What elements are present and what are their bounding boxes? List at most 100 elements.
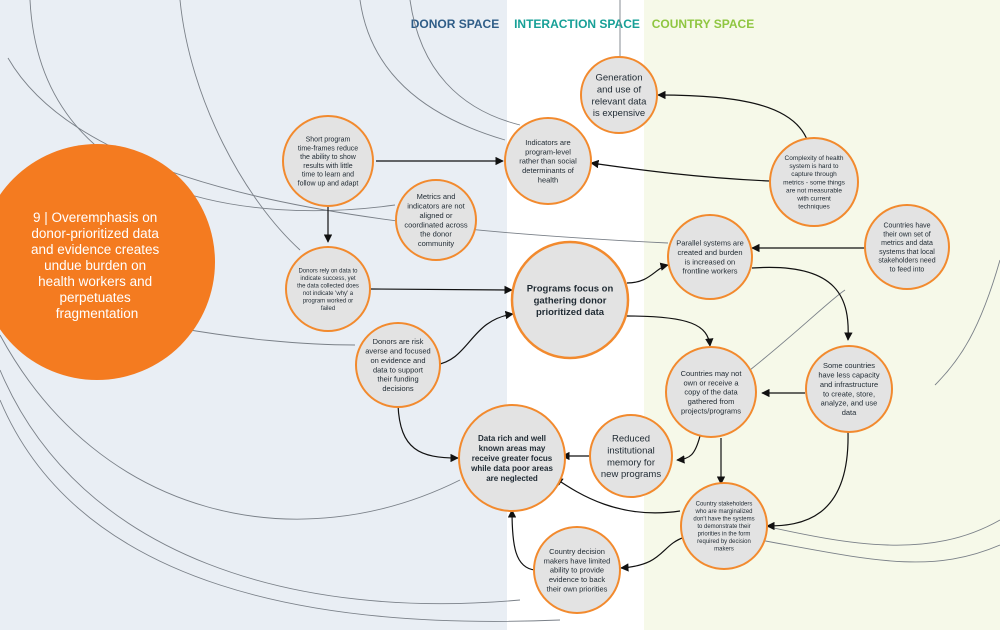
arrows bbox=[323, 90, 865, 572]
node-label-line: receive greater focus bbox=[472, 454, 553, 463]
node-label-line: Generation bbox=[595, 73, 642, 84]
main-node-line: donor-prioritized data bbox=[31, 226, 159, 241]
node-label-line: Country stakeholders bbox=[696, 502, 753, 508]
node-circle bbox=[458, 404, 566, 512]
node-label-line: known areas may bbox=[479, 444, 546, 453]
node-label-line: and use of bbox=[597, 84, 642, 95]
node-label-line: is expensive bbox=[593, 108, 645, 119]
node-label-line: on evidence and bbox=[370, 356, 425, 365]
node-label-line: stakeholders need bbox=[878, 258, 935, 265]
node-label-line: aligned or bbox=[420, 211, 453, 220]
arrow-marginalized-to-datarich bbox=[554, 477, 681, 514]
node-label-line: indicate success, yet bbox=[300, 276, 356, 282]
arrow-limitedability-to-datarich bbox=[507, 509, 536, 571]
node-label-line: are not measurable bbox=[786, 187, 842, 194]
node-label-line: the data collected does bbox=[297, 283, 359, 289]
node-circle bbox=[285, 246, 371, 332]
node-label-line: decisions bbox=[382, 384, 414, 393]
node-circle bbox=[864, 204, 950, 290]
node-label-line: results with little bbox=[303, 163, 353, 170]
node-label-line: follow up and adapt bbox=[298, 180, 359, 187]
node-label-line: with current bbox=[796, 196, 831, 203]
loop-line bbox=[0, 369, 521, 605]
node-label-line: to demonstrate their bbox=[697, 524, 750, 530]
node-label-line: their own set of bbox=[883, 231, 931, 238]
donor-space-label: DONOR SPACE bbox=[411, 17, 499, 31]
node-label-line: copy of the data bbox=[684, 388, 738, 397]
node-label-line: don't have the systems bbox=[693, 517, 754, 523]
node-label-line: techniques bbox=[798, 204, 830, 211]
arrow-riskaverse-to-datarich bbox=[397, 404, 459, 463]
node-label-line: Countries may not bbox=[681, 369, 743, 378]
node-label-line: gathering donor bbox=[534, 295, 607, 306]
arrow-donorsrely-to-programs bbox=[369, 285, 513, 295]
node-label-line: priorities in the form bbox=[698, 532, 751, 538]
node-label-line: created and burden bbox=[677, 248, 742, 257]
node-circle bbox=[395, 179, 477, 261]
node-label-line: prioritized data bbox=[536, 307, 605, 318]
main-node-line: and evidence creates bbox=[31, 242, 160, 257]
node-label-line: data to support bbox=[373, 365, 424, 374]
node-label-line: own or receive a bbox=[683, 378, 739, 387]
arrow-countriesmaynot-to-reduced bbox=[676, 435, 701, 464]
node-label-line: the ability to show bbox=[300, 154, 357, 161]
node-label-line: failed bbox=[321, 306, 335, 312]
node-label-line: frontline workers bbox=[682, 267, 737, 276]
loop-line bbox=[759, 539, 1000, 563]
node-label-line: memory for bbox=[607, 457, 655, 468]
node-circle bbox=[282, 115, 374, 207]
arrow-lesscapacity-to-marginalized bbox=[766, 431, 849, 531]
node-label-line: who are marginalized bbox=[694, 509, 752, 515]
node-label-line: to feed into bbox=[890, 266, 925, 273]
node-label-line: systems that local bbox=[879, 249, 935, 256]
node-circle bbox=[769, 137, 859, 227]
node-label-line: metrics - some things bbox=[783, 179, 846, 186]
node-label-line: capture through bbox=[791, 171, 837, 178]
node-label-line: Programs focus on bbox=[527, 283, 614, 294]
node-label-line: averse and focused bbox=[365, 347, 430, 356]
node-label-line: metrics and data bbox=[881, 240, 933, 247]
node-label-line: program worked or bbox=[303, 298, 353, 304]
node-label-line: evidence to back bbox=[549, 575, 606, 584]
loop-line bbox=[359, 0, 506, 141]
node-label-line: Reduced bbox=[612, 434, 650, 445]
node-label-line: is increased on bbox=[685, 257, 735, 266]
loop-line bbox=[179, 0, 301, 251]
node-label-line: Some countries bbox=[823, 361, 875, 370]
node-label-line: Country decision bbox=[549, 547, 605, 556]
node-label-line: Complexity of health bbox=[785, 155, 844, 162]
arrow-programs-to-countriesmaynot bbox=[626, 315, 714, 347]
node-label-line: Countries have bbox=[883, 223, 930, 230]
node-label-line: Data rich and well bbox=[478, 434, 546, 443]
node-label-line: makers bbox=[714, 547, 734, 553]
node-label-line: rather than social bbox=[519, 157, 577, 166]
node-label-line: determinants of bbox=[522, 166, 575, 175]
node-circle bbox=[510, 240, 630, 360]
node-label-line: makers have limited bbox=[544, 556, 611, 565]
node-label-line: Metrics and bbox=[417, 192, 456, 201]
arrow-parallel-to-lesscapacity bbox=[751, 266, 853, 341]
loop-line bbox=[409, 0, 521, 126]
main-node-line: perpetuates bbox=[59, 290, 131, 305]
main-node-line: health workers and bbox=[38, 274, 152, 289]
node-label-line: indicators are not bbox=[407, 202, 465, 211]
node-label-line: community bbox=[418, 239, 455, 248]
node-label-line: Indicators are bbox=[525, 138, 570, 147]
node-circle bbox=[805, 345, 893, 433]
node-label-line: and infrastructure bbox=[820, 380, 878, 389]
